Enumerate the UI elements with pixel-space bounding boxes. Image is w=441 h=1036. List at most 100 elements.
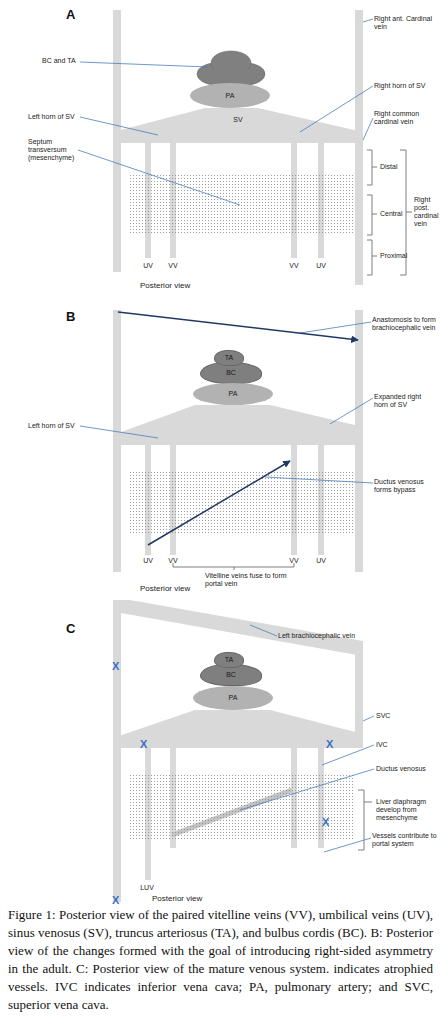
callout-label: Right common cardinal vein xyxy=(374,110,434,126)
bracket xyxy=(173,563,294,570)
pulmonary-artery: PA xyxy=(190,83,270,108)
callout-label: Anastomosis to form brachiocephalic vein xyxy=(372,316,440,332)
vessel-label: UV xyxy=(311,557,331,565)
callout-label: SVC xyxy=(376,712,416,720)
sinus-venosus xyxy=(113,710,363,748)
atrophy-mark: X xyxy=(112,894,126,906)
umbilical-vein xyxy=(145,445,151,555)
vessel-label: UV xyxy=(138,262,158,270)
callout-label: Vessels contribute to portal system xyxy=(372,832,438,848)
trapezoid-fill xyxy=(113,108,363,143)
leader-line xyxy=(300,322,371,333)
callout-label: Expanded right horn of SV xyxy=(374,393,434,409)
leader-line xyxy=(240,769,374,810)
vessel-label: VV xyxy=(163,557,183,565)
ductus-venosus xyxy=(172,790,292,835)
blob-lobe xyxy=(211,51,251,75)
atrophy-mark: X xyxy=(326,738,340,750)
bracket-label: Right post. cardinal vein xyxy=(414,196,440,228)
vitelline-vein xyxy=(291,748,297,848)
bc-ta-blob xyxy=(197,51,265,85)
bracket xyxy=(367,150,377,185)
bypass-arrow xyxy=(148,461,290,545)
callout-label: Vitelline veins fuse to form portal vein xyxy=(205,572,295,588)
right-cardinal-vein xyxy=(355,10,363,285)
node-text: BC xyxy=(226,671,236,679)
leader-line xyxy=(330,398,373,424)
leader-line xyxy=(363,118,373,140)
vessel-label: LUV xyxy=(137,884,157,892)
callout-label: Left horn of SV xyxy=(28,113,88,121)
callout-label: Ductus venosus xyxy=(376,765,440,773)
vitelline-vein xyxy=(291,143,297,258)
sinus-venosus xyxy=(113,405,363,445)
node-text: SV xyxy=(233,116,242,124)
callout-label: Left horn of SV xyxy=(28,422,88,430)
blob-lobe xyxy=(197,63,235,85)
vessel-label: VV xyxy=(284,262,304,270)
view-label: Posterior view xyxy=(140,584,220,593)
vessel-label: UV xyxy=(311,262,331,270)
vessel-label: VV xyxy=(163,262,183,270)
inferior-vena-cava xyxy=(318,748,324,848)
truncus-arteriosus: TA xyxy=(214,652,244,668)
umbilical-vein xyxy=(318,445,324,555)
panel-letter: A xyxy=(66,8,86,22)
bracket-label: Central xyxy=(380,210,402,218)
right-cardinal-vein xyxy=(355,310,363,572)
figure-caption: Figure 1: Posterior view of the paired v… xyxy=(8,906,433,1014)
atrophy-mark: X xyxy=(112,660,126,672)
leader-line xyxy=(78,150,240,205)
node-text: TA xyxy=(225,656,233,664)
leader-line xyxy=(80,62,208,67)
blob-lobe xyxy=(227,63,265,85)
callout-label: Ductus venosus forms bypass xyxy=(374,478,434,494)
leader-line xyxy=(250,625,277,636)
septum-stipple xyxy=(128,472,353,535)
umbilical-vein xyxy=(318,143,324,258)
callout-label: Liver diaphragm develop from mesenchyme xyxy=(376,798,436,822)
node-text: TA xyxy=(225,354,233,362)
leader-line xyxy=(363,716,374,721)
callout-label: Left brachiocephalic vein xyxy=(278,632,388,640)
bracket xyxy=(367,195,377,235)
vitelline-vein xyxy=(291,445,297,555)
bracket-label: Distal xyxy=(380,163,402,171)
pulmonary-artery: PA xyxy=(193,383,273,405)
node-text: PA xyxy=(229,390,238,398)
vitelline-vein xyxy=(170,143,176,258)
pulmonary-artery: PA xyxy=(193,686,273,710)
vessel-label: UV xyxy=(138,557,158,565)
callout-label: Right horn of SV xyxy=(374,82,440,90)
vessel-label: VV xyxy=(284,557,304,565)
left-cardinal-vein xyxy=(113,602,121,902)
left-cardinal-vein xyxy=(113,310,121,572)
superior-vena-cava xyxy=(355,641,363,748)
liver-stipple xyxy=(128,775,353,840)
panel-letter: B xyxy=(66,310,86,324)
vitelline-vein xyxy=(170,445,176,555)
left-umbilical-vein xyxy=(145,748,151,880)
trapezoid-outline xyxy=(113,108,363,143)
leader-line xyxy=(324,838,371,852)
truncus-arteriosus: TA xyxy=(214,350,244,366)
callout-label: BC and TA xyxy=(42,57,82,65)
view-label: Posterior view xyxy=(152,894,232,903)
leader-line xyxy=(363,19,373,22)
septum-stipple xyxy=(128,175,353,235)
callout-label: Right ant. Cardinal vein xyxy=(374,15,440,31)
vitelline-vein xyxy=(170,748,176,848)
node-text: BC xyxy=(226,369,236,377)
bracket-label: Proximal xyxy=(380,252,402,260)
leader-line xyxy=(265,477,373,483)
sinus-venosus: SV xyxy=(113,108,363,143)
panel-letter: C xyxy=(66,622,86,636)
brachiocephalic-vein xyxy=(113,600,363,656)
callout-label: IVC xyxy=(376,741,416,749)
umbilical-vein xyxy=(145,143,151,258)
callout-label: Septum transversum (mesenchyme) xyxy=(28,138,78,162)
node-text: PA xyxy=(226,92,235,100)
node-text: PA xyxy=(229,694,238,702)
leader-line xyxy=(80,426,158,438)
